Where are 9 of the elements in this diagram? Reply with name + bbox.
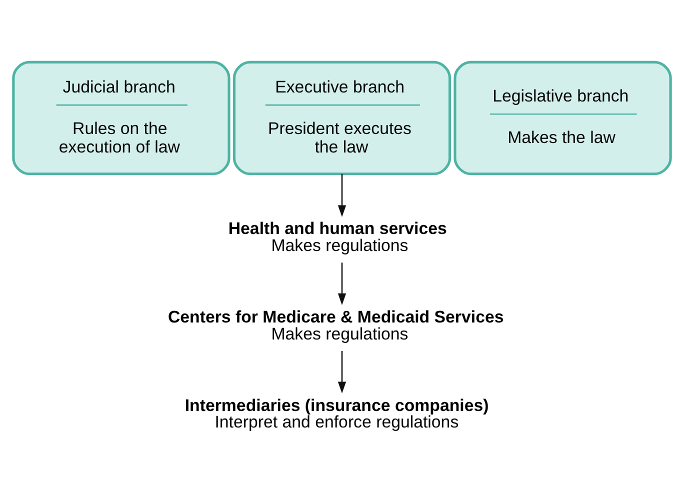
- node-box: Judicial branch Rules on the execution of law: [12, 60, 230, 176]
- node-box: Executive branch President executes the law: [232, 60, 452, 176]
- node-text: Intermediaries (insurance companies) Interpret and enforce regulations: [184, 396, 489, 432]
- node-text: Centers for Medicare & Medicaid Services Makes regulations: [168, 307, 504, 344]
- node-text: Health and human services Makes regulations: [228, 219, 447, 256]
- arrow: [338, 174, 346, 217]
- arrow: [338, 350, 346, 394]
- arrow: [338, 262, 346, 306]
- node-box: Legislative branch Makes the law: [454, 60, 672, 176]
